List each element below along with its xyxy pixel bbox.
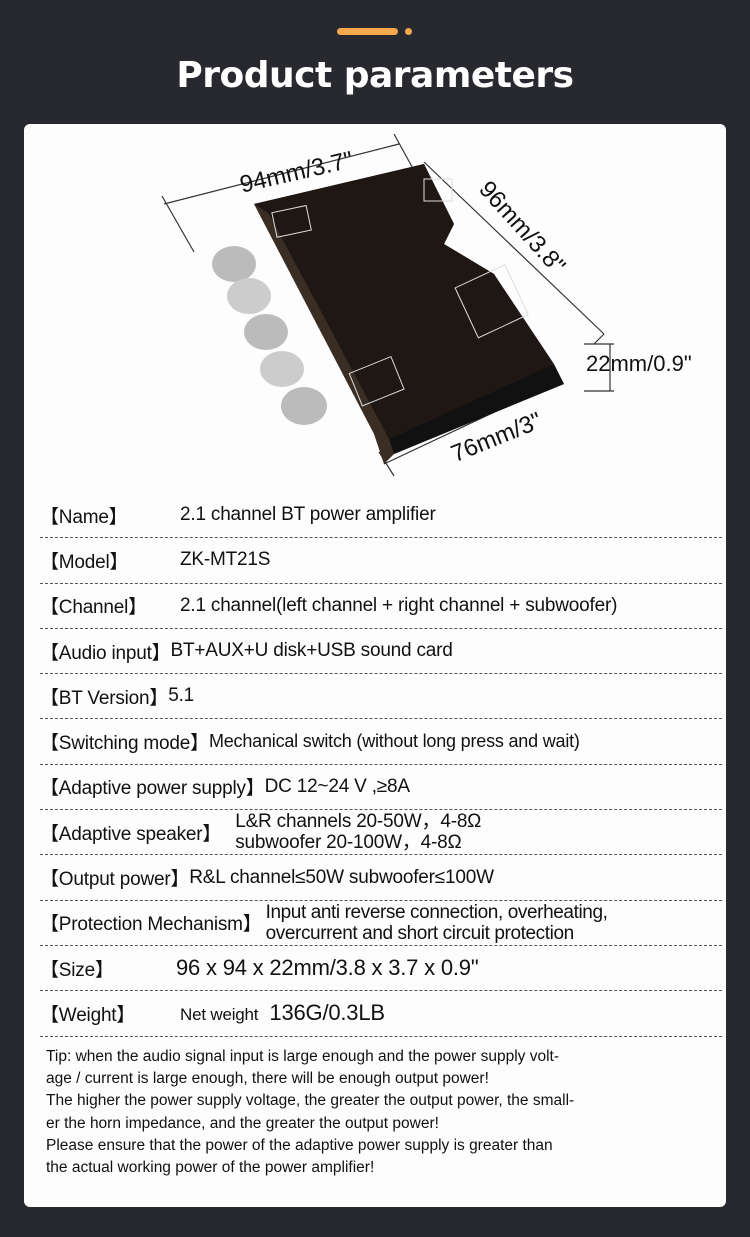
spec-row-model: 【Model】 ZK-MT21S (40, 538, 722, 584)
tip-text: Tip: when the audio signal input is larg… (46, 1046, 706, 1179)
spec-row-audio-input: 【Audio input】BT+AUX+U disk+USB sound car… (40, 629, 722, 675)
spec-label: 【Switching mode】 (40, 733, 209, 755)
spec-label: 【Model】 (40, 551, 129, 573)
height-dimension-label: 22mm/0.9" (586, 351, 692, 376)
knobs (212, 246, 327, 425)
spec-value-line2: subwoofer 20-100W，4-8Ω (235, 832, 462, 854)
tip-line: The higher the power supply voltage, the… (46, 1092, 575, 1110)
spec-label: 【Protection Mechanism】 (40, 914, 262, 936)
spec-card: 94mm/3.7" 96mm/3.8" 22mm/0.9" 76mm/3" 【N… (24, 124, 726, 1207)
spec-value: L&R channels 20-50W，4-8Ω (235, 811, 482, 833)
spec-value: DC 12~24 V ,≥8A (264, 775, 410, 797)
spec-row-weight: 【Weight】 Net weight 136G/0.3LB (40, 991, 722, 1037)
spec-label: 【Weight】 (40, 1004, 136, 1026)
spec-row-speaker: 【Adaptive speaker】 L&R channels 20-50W，4-… (40, 810, 722, 856)
spec-value: 96 x 94 x 22mm/3.8 x 3.7 x 0.9" (176, 955, 479, 981)
tip-line: Please ensure that the power of the adap… (46, 1136, 553, 1154)
spec-value: 136G/0.3LB (269, 1000, 385, 1026)
tip-line: Tip: when the audio signal input is larg… (46, 1048, 559, 1065)
spec-label: 【Channel】 (40, 597, 147, 619)
spec-label: 【Output power】 (40, 869, 190, 891)
spec-table: 【Name】 2.1 channel BT power amplifier 【Mo… (40, 493, 722, 1037)
spec-row-switching-mode: 【Switching mode】Mechanical switch (witho… (40, 719, 722, 765)
amplifier-board-illustration (161, 133, 614, 477)
spec-row-name: 【Name】 2.1 channel BT power amplifier (40, 493, 722, 539)
spec-label: 【Adaptive speaker】 (40, 823, 222, 845)
spec-label: 【Size】 (40, 959, 114, 981)
tip-line: the actual working power of the power am… (46, 1159, 375, 1177)
spec-value: 5.1 (168, 685, 195, 707)
product-image: 94mm/3.7" 96mm/3.8" 22mm/0.9" 76mm/3" (154, 133, 692, 484)
spec-row-channel: 【Channel】 2.1 channel(left channel + righ… (40, 584, 722, 629)
tip-line: age / current is large enough, there wil… (46, 1070, 489, 1088)
spec-value: R&L channel≤50W subwoofer≤100W (189, 866, 494, 888)
spec-value: Input anti reverse connection, overheati… (265, 901, 608, 923)
spec-value: ZK-MT21S (180, 549, 271, 571)
spec-value: Mechanical switch (without long press an… (208, 731, 580, 752)
spec-value: BT+AUX+U disk+USB sound card (170, 640, 453, 662)
spec-label: 【Name】 (40, 506, 128, 528)
tip-line: er the horn impedance, and the greater t… (46, 1114, 439, 1132)
spec-row-power-supply: 【Adaptive power supply】DC 12~24 V ,≥8A (40, 765, 722, 811)
spec-label: 【BT Version】 (40, 687, 169, 709)
spec-row-bt-version: 【BT Version】5.1 (40, 674, 722, 720)
spec-value: 2.1 channel(left channel + right channel… (180, 594, 618, 616)
page-title: Product parameters (176, 55, 574, 96)
decor-dot (405, 28, 412, 35)
spec-value-prefix: Net weight (180, 1005, 259, 1025)
spec-label: 【Adaptive power supply】 (40, 778, 265, 800)
spec-value: 2.1 channel BT power amplifier (180, 504, 436, 526)
spec-row-size: 【Size】 96 x 94 x 22mm/3.8 x 3.7 x 0.9" (40, 946, 722, 992)
spec-row-protection: 【Protection Mechanism】Input anti reverse… (40, 901, 722, 946)
spec-value-line2: overcurrent and short circuit protection (265, 922, 575, 944)
decor-bar (337, 28, 398, 35)
spec-label: 【Audio input】 (40, 642, 171, 664)
spec-row-output-power: 【Output power】R&L channel≤50W subwoofer≤… (40, 855, 722, 901)
